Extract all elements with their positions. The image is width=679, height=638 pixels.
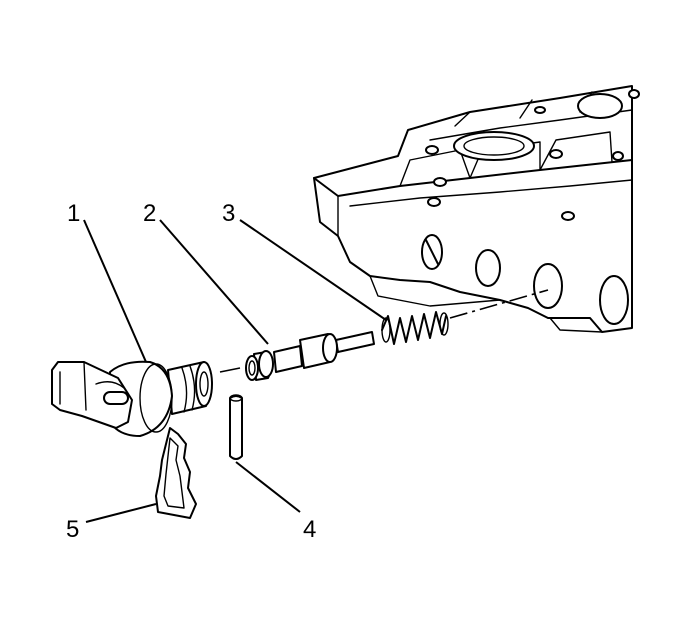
callout-1-label: 1 — [67, 200, 80, 227]
assembly-axis-small — [219, 367, 241, 373]
callout-3-leader — [239, 219, 387, 321]
callout-4-leader — [235, 461, 301, 513]
callout-5-leader — [85, 503, 157, 523]
callout-4-label: 4 — [303, 516, 316, 543]
retainer-clip — [155, 427, 197, 519]
callouts: 1 2 3 4 5 — [66, 200, 387, 543]
callout-5-label: 5 — [66, 516, 79, 543]
callout-3-label: 3 — [222, 200, 235, 227]
spring — [381, 311, 449, 345]
assembly-axis — [449, 289, 549, 319]
valve-spool — [245, 331, 375, 381]
callout-2-leader — [159, 219, 269, 345]
pin — [229, 394, 243, 460]
callout-2-label: 2 — [143, 200, 156, 227]
solenoid — [51, 360, 213, 437]
valve-body-casting — [313, 85, 640, 333]
callout-1-leader — [83, 219, 147, 363]
